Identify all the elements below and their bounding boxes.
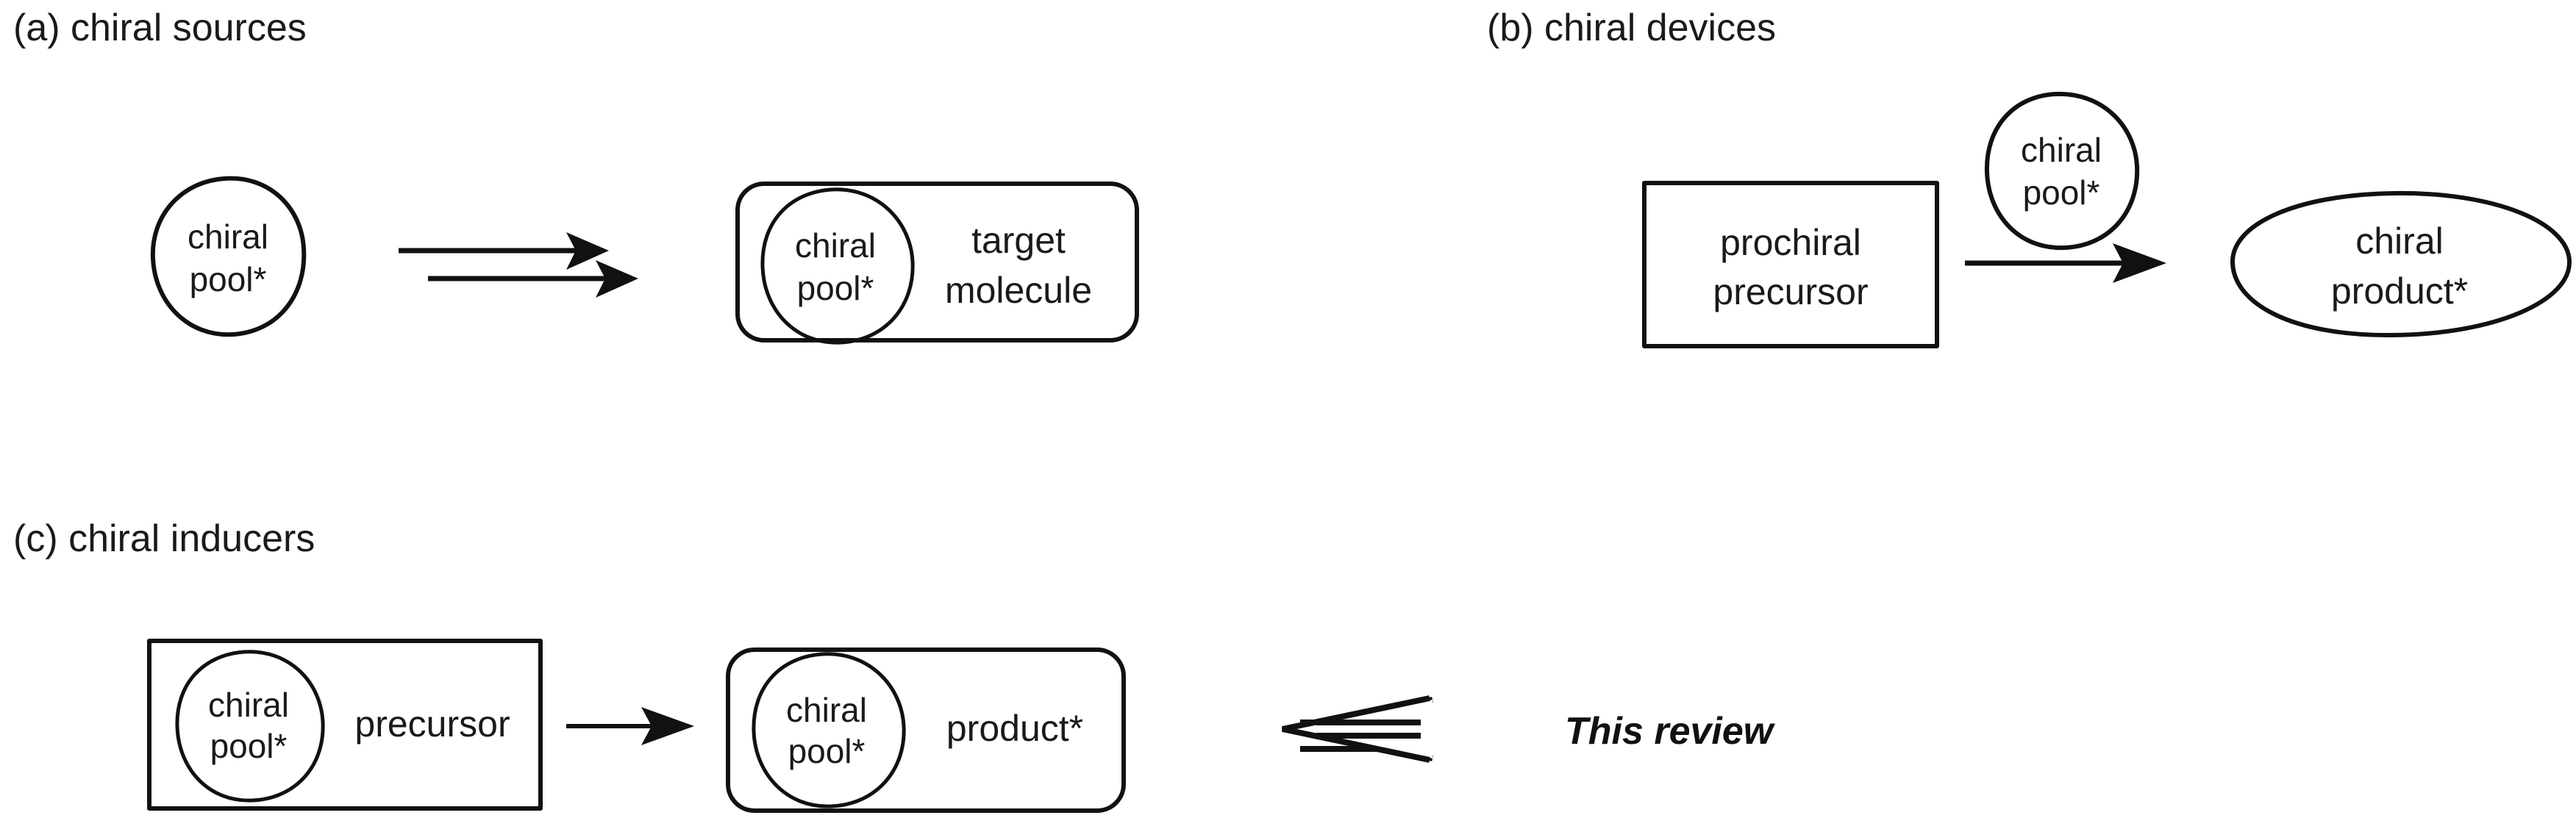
panel-c-precursor-pool-circle	[175, 650, 325, 803]
panel-c-precursor-box: chiral pool* precursor	[147, 639, 543, 811]
precursor-line1: prochiral	[1720, 222, 1861, 263]
circle-outline	[150, 176, 307, 337]
this-review-label: This review	[1565, 710, 1776, 753]
precursor-box-outline	[1642, 181, 1939, 348]
panel-c-product-pool-line1: chiral	[786, 691, 867, 729]
target-pool-line1: chiral	[795, 226, 876, 265]
panel-c-product-outline	[726, 647, 1126, 813]
panel-a-double-arrow	[399, 232, 638, 298]
panel-c-precursor-pool-line2: pool*	[210, 727, 288, 765]
panel-c-product-label: product*	[946, 708, 1083, 749]
target-box-pool-circle	[760, 187, 915, 345]
panel-c-precursor-label: precursor	[354, 703, 510, 745]
target-box-outline	[735, 182, 1139, 342]
panel-b-arrow	[1965, 243, 2166, 283]
double-arrow-lower-head	[596, 260, 638, 298]
panel-c-product-pool-line2: pool*	[788, 732, 866, 770]
pool-label-line2: pool*	[190, 260, 267, 298]
panel-b-catalyst-circle: chiral pool*	[1984, 91, 2140, 251]
catalyst-line1: chiral	[2021, 131, 2102, 169]
product-line1: chiral	[2355, 220, 2443, 262]
panel-c: (c) chiral inducers chiral pool* precurs…	[13, 517, 1776, 813]
panel-c-product-box: chiral pool* product*	[726, 647, 1126, 813]
panel-b-precursor-box: prochiral precursor	[1642, 181, 1939, 348]
panel-b-label: (b) chiral devices	[1487, 7, 1776, 49]
catalyst-circle-outline	[1984, 91, 2140, 251]
panel-c-label: (c) chiral inducers	[13, 517, 315, 560]
panel-c-hollow-arrow-left	[1282, 695, 1433, 763]
target-pool-line2: pool*	[797, 269, 874, 307]
target-label-line1: target	[971, 220, 1066, 261]
panel-b-product-ellipse: chiral product*	[2230, 190, 2572, 338]
product-ellipse-outline	[2230, 190, 2572, 338]
panel-a-source-circle: chiral pool*	[150, 176, 307, 337]
panel-a: (a) chiral sources chiral pool* chiral p…	[13, 7, 1139, 345]
pool-label-line1: chiral	[188, 218, 268, 256]
panel-a-target-box: chiral pool* target molecule	[735, 182, 1139, 345]
hollow-arrow-inner-mask	[1288, 700, 1433, 758]
product-line2: product*	[2331, 270, 2468, 312]
target-label-line2: molecule	[945, 270, 1092, 311]
double-arrow-upper-head	[566, 232, 609, 270]
catalyst-line2: pool*	[2023, 173, 2100, 212]
panel-a-label: (a) chiral sources	[13, 7, 307, 49]
hollow-arrow-outline	[1282, 695, 1430, 763]
panel-c-precursor-pool-line1: chiral	[208, 686, 289, 724]
panel-c-product-pool-circle	[752, 652, 906, 808]
panel-c-arrow	[566, 707, 694, 745]
panel-c-arrow-head	[641, 707, 694, 745]
panel-b-arrow-head	[2113, 243, 2166, 283]
precursor-line2: precursor	[1713, 271, 1868, 312]
panel-b: (b) chiral devices prochiral precursor c…	[1487, 7, 2572, 348]
panel-c-precursor-outline	[147, 639, 543, 811]
